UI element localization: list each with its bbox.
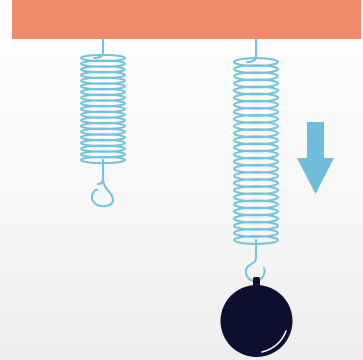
right-spring-icon (234, 39, 278, 281)
ceiling-bar (12, 0, 361, 39)
left-spring-icon (81, 39, 125, 206)
down-arrow-icon (297, 122, 334, 194)
weight-icon (221, 277, 293, 357)
weight-ball (221, 285, 293, 357)
